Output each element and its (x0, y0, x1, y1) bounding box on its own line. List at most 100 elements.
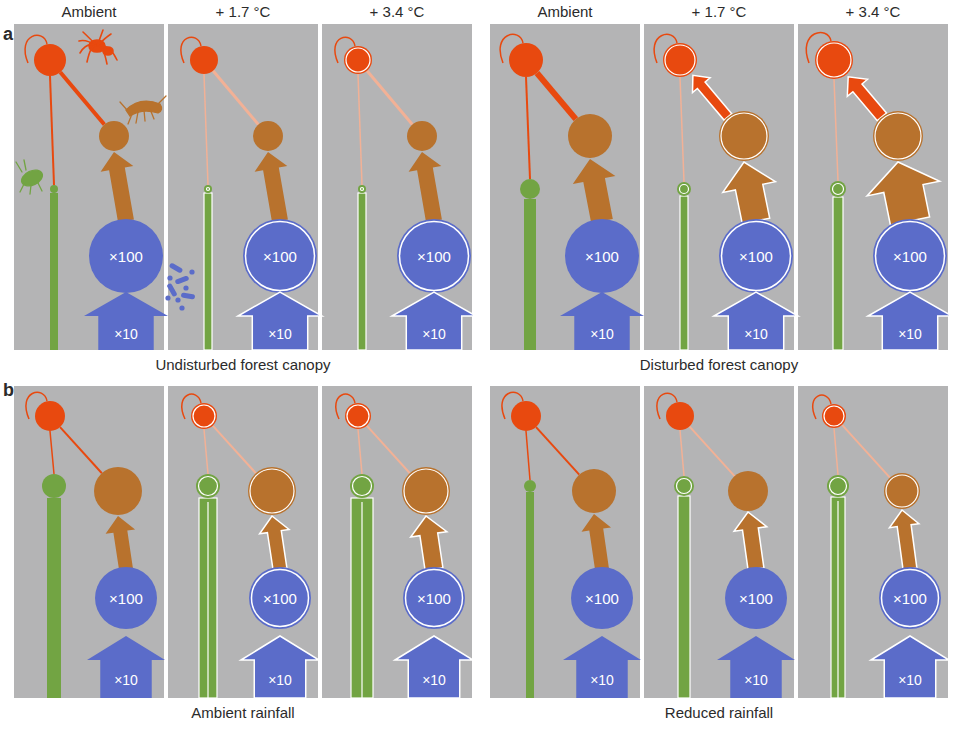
microbe-input-arrow: ×10 (84, 292, 168, 350)
predation-link (60, 72, 104, 124)
node-outline (392, 292, 476, 350)
predator-pool (35, 401, 65, 431)
multiplier-text: ×100 (263, 249, 297, 264)
group-caption: Disturbed forest canopy (640, 356, 798, 374)
microbe-dot (183, 285, 188, 290)
multiplier-text: ×10 (590, 673, 614, 687)
predation-link (842, 425, 890, 478)
detritivore-flux-arrow (582, 514, 612, 570)
microbe-input-arrow: ×10 (238, 292, 322, 350)
node-outline (563, 636, 641, 698)
pool-change-ring (252, 570, 309, 627)
multiplier-text: ×10 (422, 327, 446, 341)
aphid-leg (24, 160, 26, 170)
aphid-leg (30, 185, 31, 194)
aphid-leg (38, 183, 42, 191)
amphipod-leg (158, 96, 166, 104)
amphipod-leg (150, 109, 154, 119)
multiplier-text: ×100 (585, 591, 619, 606)
aphid-leg (20, 184, 24, 192)
pool-change-ring (193, 405, 215, 427)
spider-leg (87, 46, 97, 62)
cannibalism-loop (806, 32, 831, 63)
predation-link (526, 431, 530, 480)
panel-ground (490, 386, 640, 698)
predation-flux-arrow (847, 77, 886, 121)
herbivore-pool (350, 474, 374, 498)
predation-link (537, 73, 576, 119)
detritivore-pool (568, 114, 612, 158)
predator-pool (666, 402, 694, 430)
node-outline (868, 292, 952, 350)
treatment-header: + 3.4 °C (370, 3, 425, 21)
pool-change-ring (246, 222, 315, 291)
group-caption: Undisturbed forest canopy (155, 356, 330, 374)
multiplier-text: ×100 (109, 591, 143, 606)
pool-change-ring (665, 45, 695, 75)
predator-pool (511, 401, 541, 431)
predation-link (50, 76, 54, 185)
detritivore-flux-arrow (106, 516, 136, 570)
aphid-icon (16, 160, 45, 194)
detritivore-pool (873, 111, 923, 161)
microbe-pool-shape (725, 567, 787, 629)
microbe-pool-circle: ×100 (95, 567, 157, 629)
cannibalism-loop (657, 393, 677, 419)
pool-change-ring (875, 113, 921, 159)
predation-link (50, 431, 54, 474)
pool-change-ring (199, 477, 218, 496)
predator-pool (509, 43, 543, 77)
multiplier-text: ×10 (114, 327, 138, 341)
pool-change-ring (824, 406, 844, 426)
microbe-input-shape (871, 636, 949, 698)
plant-flux-bar (50, 193, 58, 350)
herbivore-pool (50, 185, 58, 193)
cannibalism-loop (336, 394, 355, 419)
multiplier-text: ×100 (417, 249, 451, 264)
microbe-input-shape (563, 636, 641, 698)
microbe-input-arrow: ×10 (714, 292, 798, 350)
treatment-header: + 1.7 °C (692, 3, 747, 21)
cannibalism-loop (182, 394, 201, 419)
plant-flux-bar (358, 193, 366, 350)
treatment-header: + 3.4 °C (846, 3, 901, 21)
pool-change-ring (406, 570, 463, 627)
multiplier-text: ×100 (893, 249, 927, 264)
predation-link (834, 79, 838, 181)
plant-flux-bar (351, 498, 373, 698)
multiplier-text: ×10 (744, 673, 768, 687)
multiplier-text: ×10 (744, 327, 768, 341)
predator-pool (345, 403, 371, 429)
node-outline (560, 292, 644, 350)
amphipod-icon (120, 96, 166, 124)
microbe-pool-shape (249, 567, 311, 629)
cannibalism-loop (181, 37, 201, 63)
microbe-dot (175, 297, 180, 302)
panel-letter: a (3, 24, 13, 46)
microbe-pool-circle: ×100 (719, 219, 793, 293)
microbe-pool-circle: ×100 (403, 567, 465, 629)
pool-change-ring (886, 475, 918, 507)
predator-pool (34, 44, 66, 76)
pool-change-ring (817, 43, 851, 77)
microbe-pool-circle: ×100 (879, 567, 941, 629)
flux-change-line (361, 502, 362, 698)
amphipod-leg (136, 112, 138, 123)
microbe-pool-shape (397, 219, 471, 293)
herbivore-pool (42, 474, 66, 498)
predator-pool (815, 41, 853, 79)
cannibalism-loop (654, 34, 677, 63)
multiplier-text: ×10 (268, 327, 292, 341)
multiplier-text: ×100 (263, 591, 297, 606)
spider-leg (97, 46, 107, 64)
plant-flux-bar (680, 196, 688, 350)
predation-link (526, 77, 530, 179)
predator-pool (344, 46, 372, 74)
bacterium (166, 283, 177, 298)
multiplier-text: ×100 (739, 591, 773, 606)
detritivore-flux-arrow (734, 512, 767, 570)
pool-change-ring (250, 469, 294, 513)
bacterium (175, 275, 190, 284)
microbe-pool-shape (719, 219, 793, 293)
detritivore-pool (248, 467, 296, 515)
